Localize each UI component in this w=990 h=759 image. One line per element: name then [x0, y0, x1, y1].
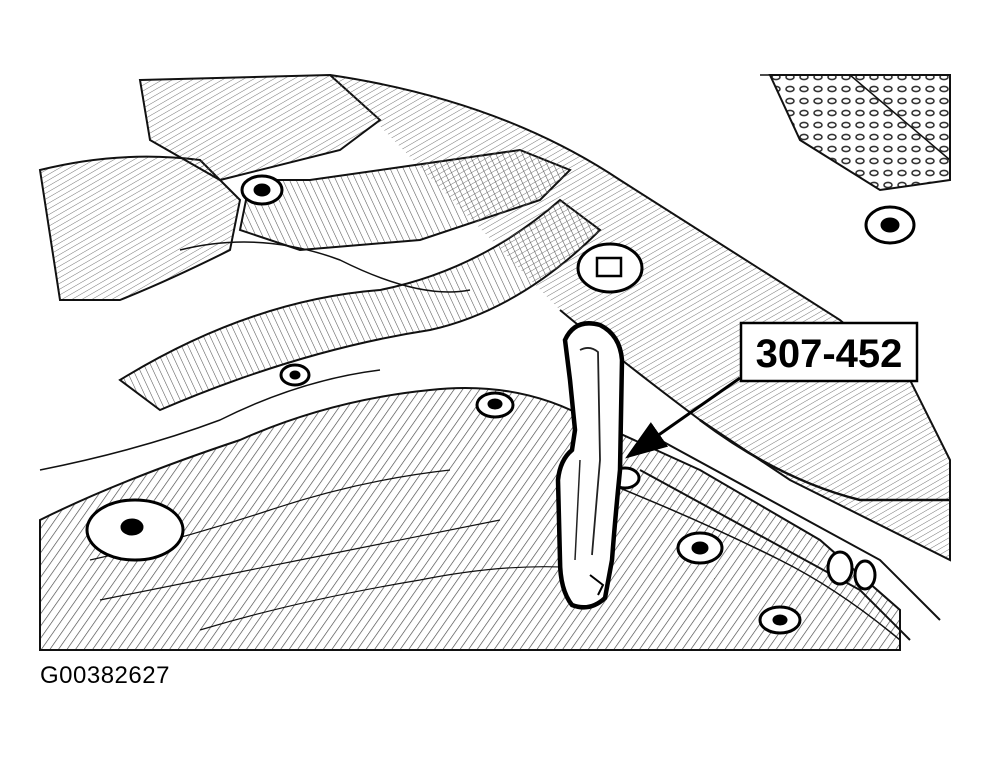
- figure-id: G00382627: [40, 662, 170, 689]
- large-bolt-left: [85, 498, 185, 562]
- callout-arrow: [625, 376, 741, 459]
- bolt-upper-right: [864, 205, 916, 245]
- vehicle-underbody: [38, 73, 951, 651]
- callout: 307-452: [625, 321, 919, 459]
- bolt-upper: [576, 242, 644, 294]
- bolt-small-left: [279, 363, 311, 387]
- bolt-right-2: [758, 605, 802, 635]
- fasteners: [85, 174, 916, 635]
- callout-box: [739, 321, 919, 383]
- special-tool-307-452: [555, 321, 625, 610]
- bolt-center: [475, 391, 515, 419]
- bolt-far-right: [826, 550, 877, 591]
- bolt-upper-left: [240, 174, 284, 206]
- callout-label: 307-452: [756, 332, 903, 376]
- bolt-right-1: [676, 531, 724, 565]
